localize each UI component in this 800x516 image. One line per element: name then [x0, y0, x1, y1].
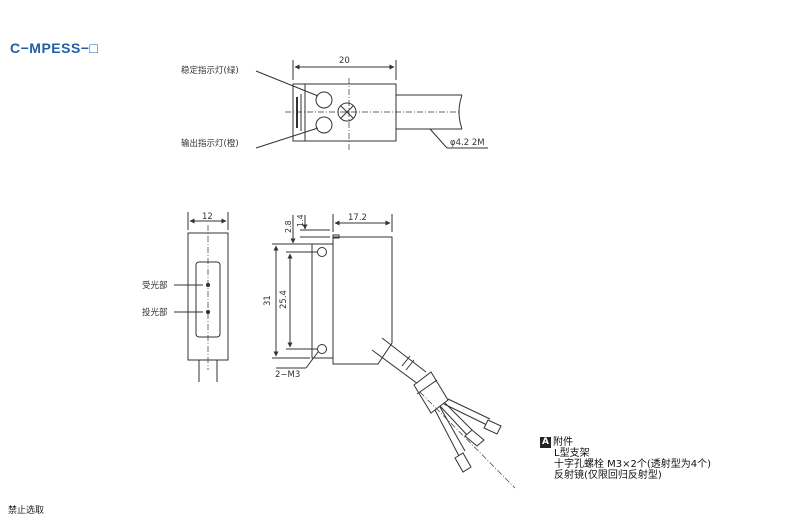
depth-dimension-17-2: 17.2 — [348, 213, 367, 223]
height-dimension-31: 31 — [263, 295, 273, 306]
side-width-dimension-12: 12 — [202, 212, 213, 222]
accessories-note: A 附件 L型支架 十字孔螺栓 M3×2个(透射型为4个) 反射镜(仅限回归反射… — [540, 437, 711, 481]
accessory-item: L型支架 — [554, 448, 590, 459]
side-view — [174, 212, 229, 382]
accessory-badge: A — [540, 437, 551, 448]
dimension-1-4: 1.4 — [296, 214, 305, 227]
emitter-label: 投光部 — [142, 307, 168, 318]
screw-spec-label: 2−M3 — [275, 370, 300, 380]
top-view — [255, 60, 488, 150]
cable-spec-label: φ4.2 2M — [450, 138, 485, 148]
output-indicator-label: 输出指示灯(橙) — [181, 138, 239, 149]
model-title: C−MPESS−□ — [10, 40, 99, 56]
width-dimension-20: 20 — [339, 56, 350, 66]
dimension-2-8: 2.8 — [284, 220, 293, 233]
accessory-item: 反射镜(仅限回归反射型) — [554, 470, 662, 481]
accessory-heading: 附件 — [553, 437, 573, 448]
accessory-item: 十字孔螺栓 M3×2个(透射型为4个) — [554, 459, 712, 470]
hole-pitch-dimension-25-4: 25.4 — [279, 290, 289, 309]
receiver-label: 受光部 — [142, 280, 168, 291]
front-view — [272, 214, 516, 489]
stability-indicator-label: 稳定指示灯(绿) — [181, 65, 239, 76]
